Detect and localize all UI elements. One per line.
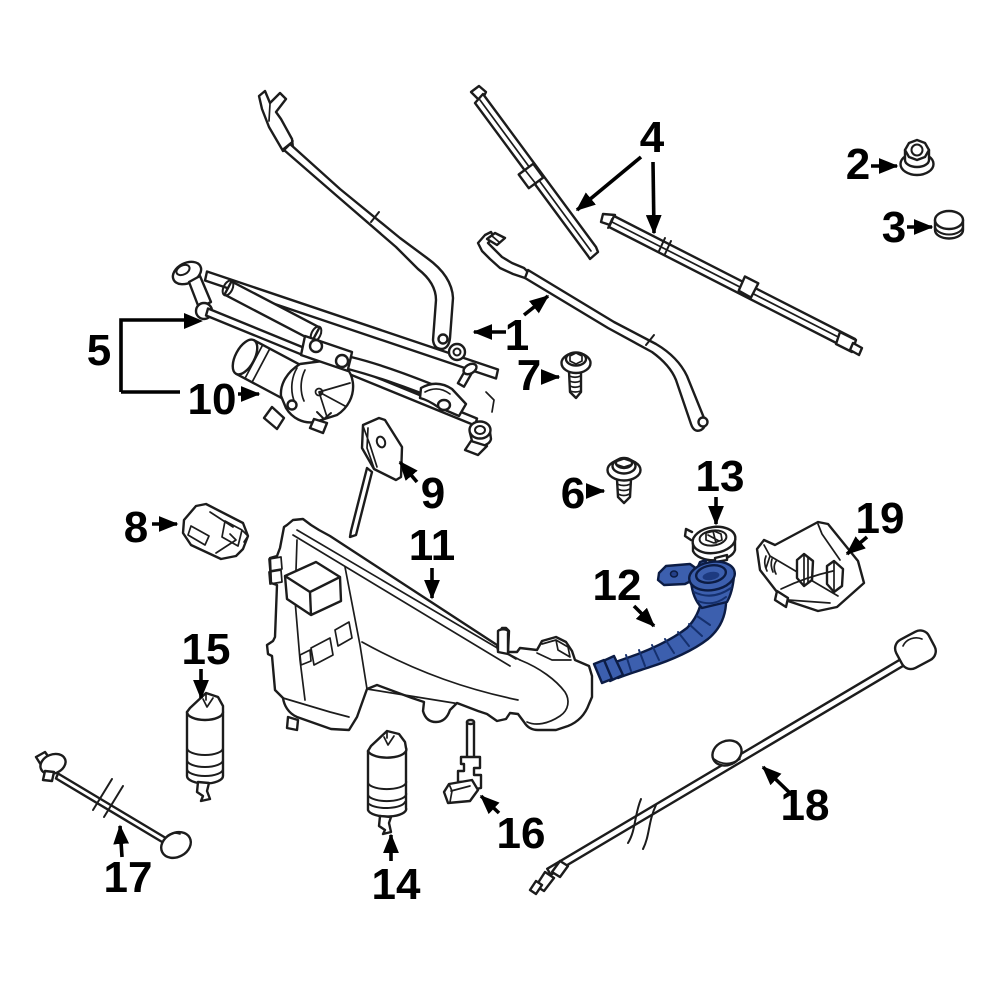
svg-text:19: 19 xyxy=(856,494,905,543)
svg-text:17: 17 xyxy=(104,853,153,902)
svg-text:11: 11 xyxy=(409,521,456,570)
svg-text:9: 9 xyxy=(421,469,445,518)
svg-text:10: 10 xyxy=(188,375,237,424)
svg-text:13: 13 xyxy=(696,452,745,501)
svg-text:8: 8 xyxy=(124,503,148,552)
svg-text:14: 14 xyxy=(372,860,421,909)
svg-text:5: 5 xyxy=(87,326,111,375)
svg-text:16: 16 xyxy=(497,809,546,858)
svg-text:15: 15 xyxy=(182,625,231,674)
svg-text:1: 1 xyxy=(505,311,529,360)
svg-text:12: 12 xyxy=(593,561,642,610)
svg-text:3: 3 xyxy=(882,203,906,252)
svg-text:7: 7 xyxy=(517,351,541,400)
svg-text:6: 6 xyxy=(561,469,585,518)
svg-text:18: 18 xyxy=(781,781,830,830)
svg-text:4: 4 xyxy=(640,113,665,162)
svg-text:2: 2 xyxy=(846,140,870,189)
